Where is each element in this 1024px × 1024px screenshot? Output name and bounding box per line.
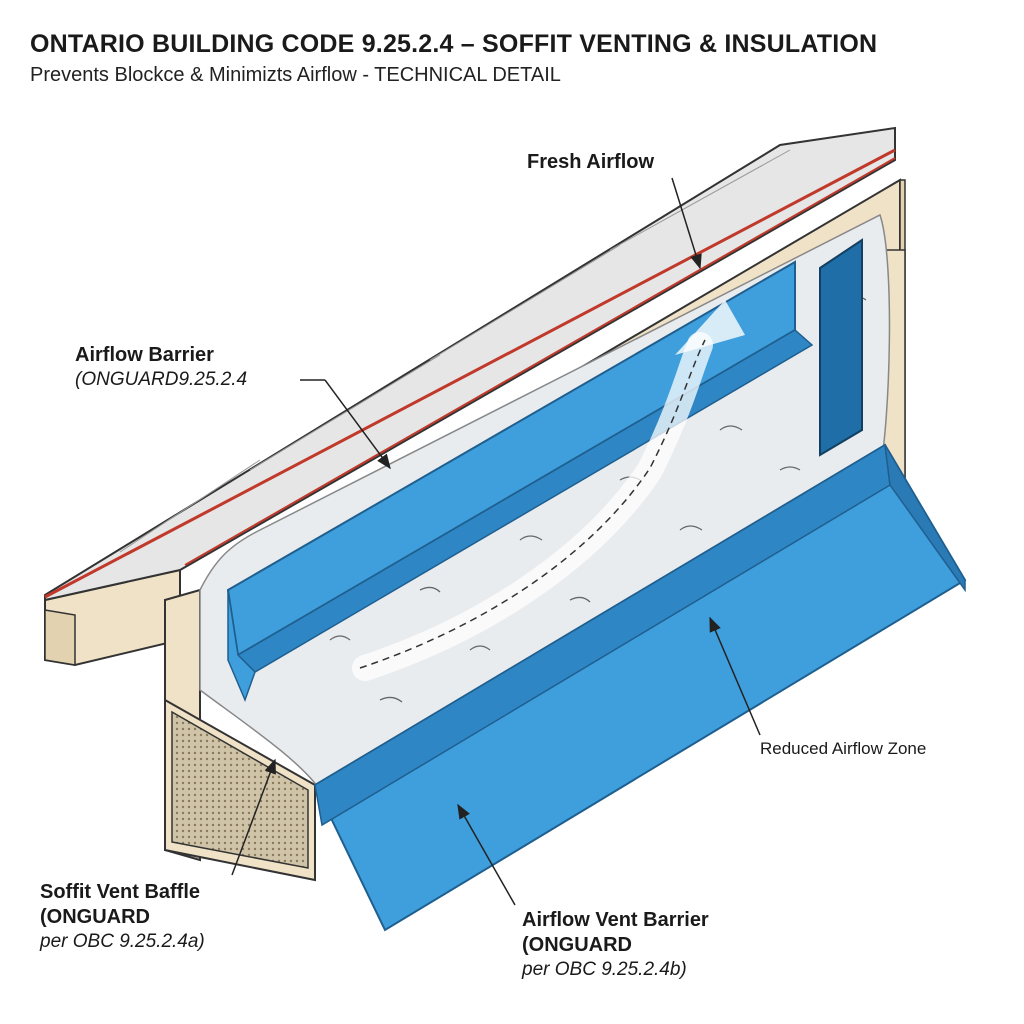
page-title: ONTARIO BUILDING CODE 9.25.2.4 – SOFFIT …: [30, 30, 878, 58]
vent-barrier-name: Airflow Vent Barrier: [522, 909, 709, 931]
label-reduced-airflow-zone: Reduced Airflow Zone: [760, 739, 927, 758]
page-subtitle: Prevents Blockce & Minimizts Airflow - T…: [30, 64, 561, 86]
label-airflow-barrier: Airflow Barrier (ONGUARD9.25.2.4: [75, 343, 247, 392]
soffit-baffle-name: Soffit Vent Baffle: [40, 881, 201, 903]
airflow-barrier-name: Airflow Barrier: [75, 344, 214, 366]
vent-barrier-ref: per OBC 9.25.2.4b): [522, 959, 687, 980]
vent-barrier-brand: (ONGUARD: [522, 934, 632, 956]
soffit-baffle-brand: (ONGUARD: [40, 906, 150, 928]
soffit-vent-mesh: [171, 710, 309, 869]
airflow-vent-barrier: [313, 443, 967, 932]
airflow-path: [352, 300, 745, 681]
soffit-baffle-ref: per OBC 9.25.2.4a): [40, 931, 205, 952]
label-soffit-vent-baffle: Soffit Vent Baffle (ONGUARD per OBC 9.25…: [40, 880, 205, 954]
vertical-vent-board: [819, 238, 863, 457]
roof-deck: [44, 126, 896, 602]
label-airflow-vent-barrier: Airflow Vent Barrier (ONGUARD per OBC 9.…: [522, 908, 709, 982]
label-fresh-airflow: Fresh Airflow: [527, 151, 655, 173]
leader-lines: [231, 177, 761, 906]
airflow-barrier-ref: (ONGUARD9.25.2.4: [75, 369, 248, 390]
